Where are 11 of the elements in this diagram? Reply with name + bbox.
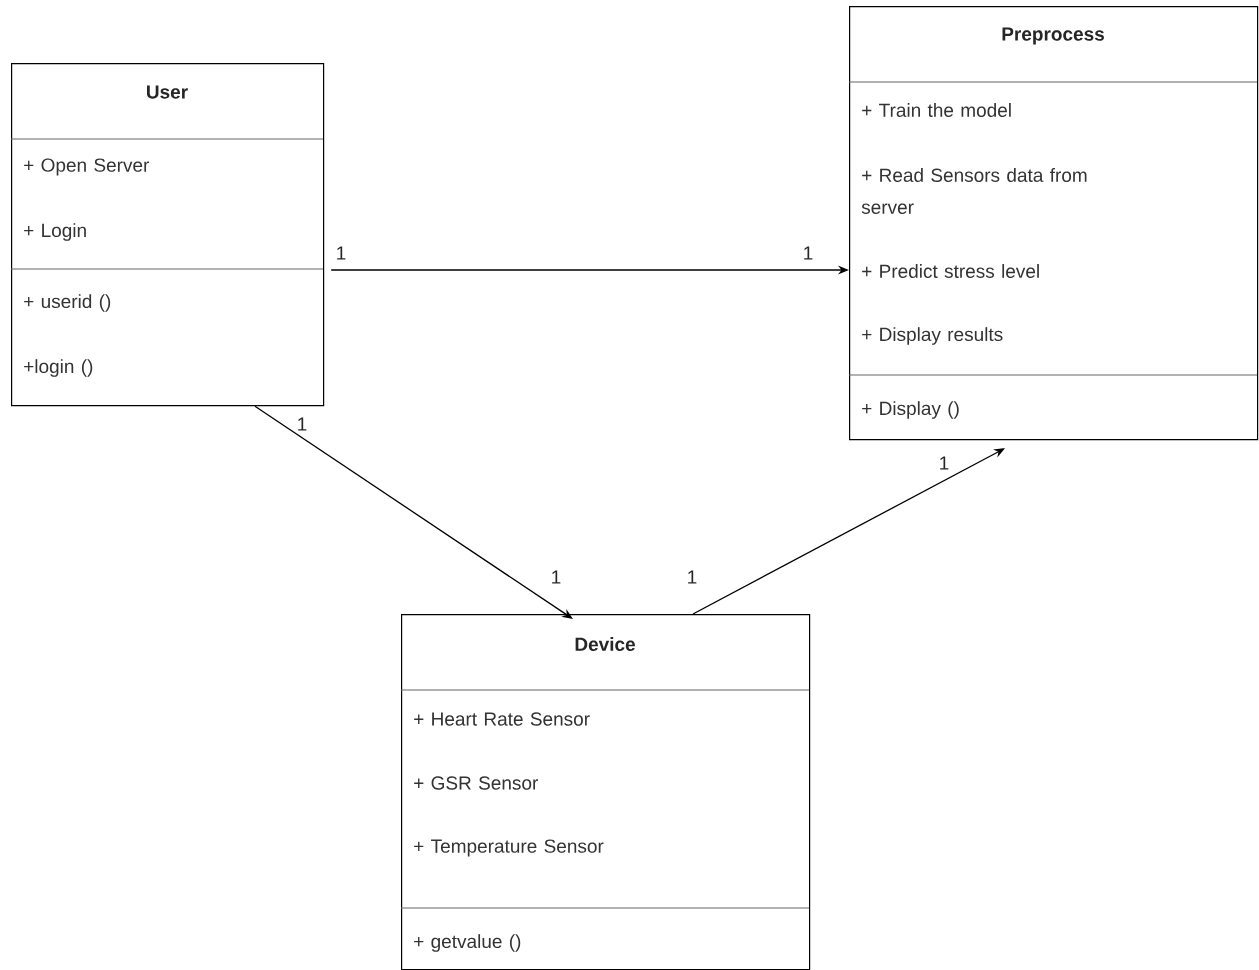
multiplicity-label: 1	[552, 570, 561, 584]
class-box: User + Open Server + Login + userid () +login ()	[10, 63, 325, 407]
multiplicity-label: 1	[337, 246, 346, 260]
arrow	[692, 448, 1005, 615]
multiplicity-label: 1	[940, 456, 949, 470]
arrow	[254, 405, 573, 619]
multiplicity-label: 1	[298, 417, 307, 431]
multiplicity-label: 1	[804, 246, 813, 260]
class-box: Device + Heart Rate Sensor + GSR Sensor + Temperature Sensor + getvalue ()	[400, 614, 811, 970]
class-box: Preprocess + Train the model + Read Sensors data from server + Predict stress level + Display results + Display ()	[848, 6, 1259, 441]
multiplicity-label: 1	[688, 570, 697, 584]
